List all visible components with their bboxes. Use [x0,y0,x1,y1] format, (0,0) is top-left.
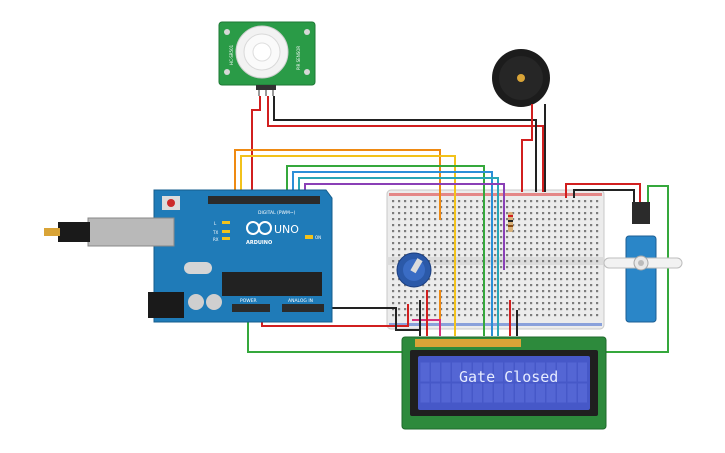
wire-green[interactable] [286,165,485,336]
rx-led-label: RX [213,237,219,242]
wire-pink[interactable] [412,319,441,336]
power-header-label: POWER [240,298,257,304]
arduino-uno[interactable]: ARDUINO UNO DIGITAL (PWM~) ON L TX RX PO… [44,189,333,323]
servo-motor[interactable] [603,202,683,323]
piezo-buzzer[interactable] [492,49,550,107]
on-led-label: ON [315,235,321,240]
pir-label-right: PIR SENSOR [296,46,301,70]
pir-label-left: HC-SR501 [229,44,234,65]
l-led-label: L [214,221,217,226]
wire-buzzer-pos[interactable] [521,104,533,192]
wire-servo-black[interactable] [573,189,635,204]
wire-teal[interactable] [298,177,499,336]
lcd-display-text: Gate Closed [459,368,558,386]
on-led [305,235,313,239]
wire-pir-gnd[interactable] [273,96,537,192]
wire-servo-red[interactable] [565,183,641,204]
analog-header-label: ANALOG IN [288,298,313,304]
wire-blue[interactable] [292,171,493,336]
wire-yellow[interactable] [240,155,456,336]
breadboard [386,189,605,330]
arduino-model: UNO [274,223,299,236]
lcd-pins [415,339,521,347]
resistor [508,212,513,232]
wire-pir-out[interactable] [251,96,261,192]
tx-led-label: TX [212,230,218,235]
wire-servo-signal[interactable] [247,185,669,353]
arduino-logo-text: ARDUINO [246,240,272,246]
digital-pins-label: DIGITAL (PWM~) [258,210,296,216]
lcd-module: Gate Closed [401,336,607,430]
wire-pir-vcc[interactable] [267,96,544,192]
potentiometer[interactable] [396,252,432,288]
pir-sensor[interactable]: HC-SR501 PIR SENSOR [218,21,316,96]
wires [234,96,669,353]
